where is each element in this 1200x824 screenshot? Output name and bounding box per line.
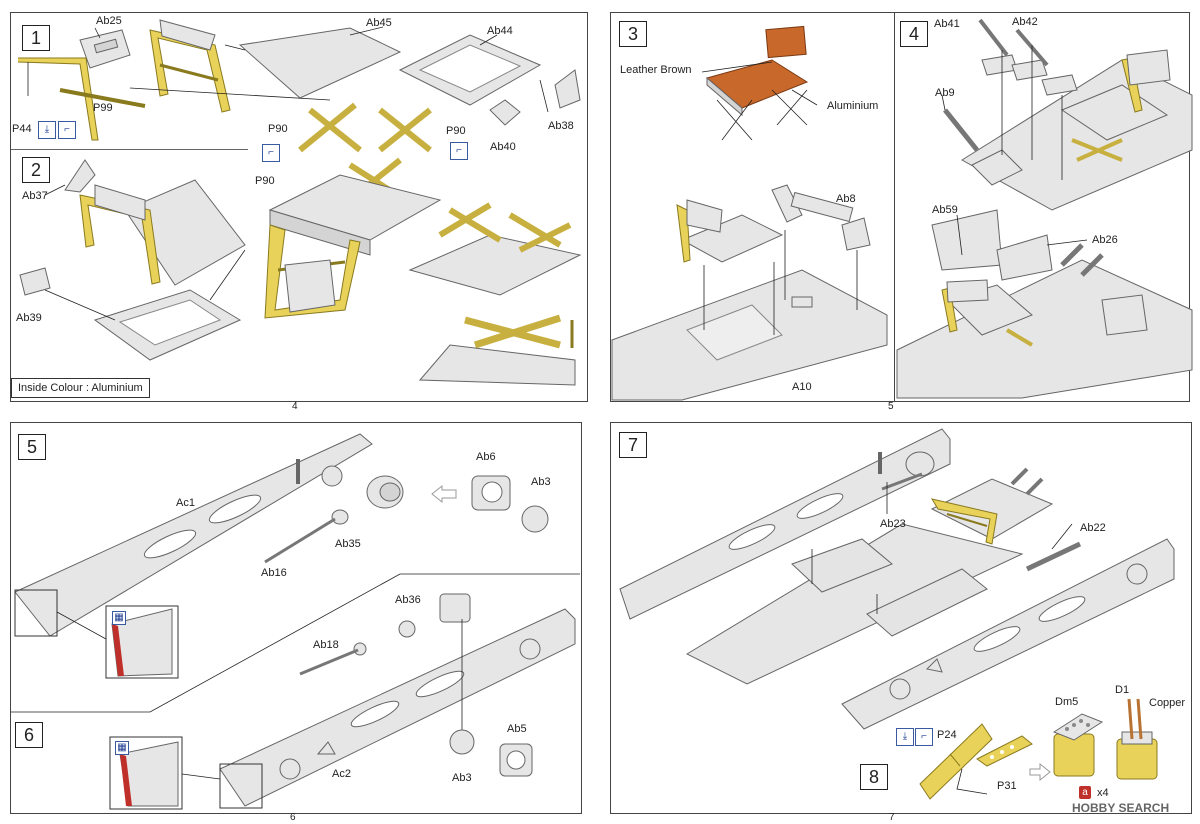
bend-icon: ⌐ bbox=[450, 142, 468, 160]
label-p90-right: P90 bbox=[446, 125, 466, 137]
label-ab39: Ab39 bbox=[16, 312, 42, 324]
label-ab35: Ab35 bbox=[335, 538, 361, 550]
label-a10: A10 bbox=[792, 381, 812, 393]
step-number-6: 6 bbox=[15, 722, 43, 748]
label-aluminium: Aluminium bbox=[827, 100, 879, 112]
label-d1: D1 bbox=[1115, 684, 1130, 696]
label-ab9: Ab9 bbox=[935, 87, 955, 99]
label-ab25: Ab25 bbox=[96, 15, 122, 27]
label-p90-lower: P90 bbox=[255, 175, 275, 187]
page-4: 1 2 bbox=[0, 0, 598, 412]
paint-icon: ▦ bbox=[112, 611, 126, 625]
step-number-3: 3 bbox=[619, 21, 647, 47]
label-ab37: Ab37 bbox=[22, 190, 48, 202]
page-5: 3 4 bbox=[602, 0, 1200, 412]
step-number-5: 5 bbox=[18, 434, 46, 460]
step-5-6-illustration bbox=[11, 433, 580, 810]
step-divider bbox=[11, 149, 248, 150]
step-number-2: 2 bbox=[22, 157, 50, 183]
label-ab6: Ab6 bbox=[476, 451, 496, 463]
label-ab18: Ab18 bbox=[313, 639, 339, 651]
label-x4: x4 bbox=[1097, 787, 1109, 799]
part-a-badge: a bbox=[1079, 786, 1091, 799]
step-7-8-illustration bbox=[619, 428, 1175, 800]
label-p99: P99 bbox=[93, 102, 113, 114]
page-number-6: 6 bbox=[290, 812, 296, 823]
page-number-7: 7 bbox=[889, 812, 895, 823]
step-number-4: 4 bbox=[900, 21, 928, 47]
label-ac1: Ac1 bbox=[176, 497, 195, 509]
label-ab40: Ab40 bbox=[490, 141, 516, 153]
label-ab42: Ab42 bbox=[1012, 16, 1038, 28]
inside-colour-note: Inside Colour : Aluminium bbox=[11, 378, 150, 398]
bend-icon: ⌐ bbox=[262, 144, 280, 162]
label-ab23: Ab23 bbox=[880, 518, 906, 530]
label-ac2: Ac2 bbox=[332, 768, 351, 780]
label-p31: P31 bbox=[997, 780, 1017, 792]
step-number-1: 1 bbox=[22, 25, 50, 51]
label-ab45: Ab45 bbox=[366, 17, 392, 29]
label-ab8: Ab8 bbox=[836, 193, 856, 205]
label-ab59: Ab59 bbox=[932, 204, 958, 216]
paint-icon: ▦ bbox=[115, 741, 129, 755]
label-ab41: Ab41 bbox=[934, 18, 960, 30]
label-ab22: Ab22 bbox=[1080, 522, 1106, 534]
bend-icon: ⌐ bbox=[915, 728, 933, 746]
fold-down-icon: ⤓ bbox=[896, 728, 914, 746]
label-leather-brown: Leather Brown bbox=[620, 64, 692, 76]
label-p90-left: P90 bbox=[268, 123, 288, 135]
label-ab3-top: Ab3 bbox=[531, 476, 551, 488]
label-ab44: Ab44 bbox=[487, 25, 513, 37]
page-number-4: 4 bbox=[292, 401, 298, 412]
label-ab38: Ab38 bbox=[548, 120, 574, 132]
label-ab36: Ab36 bbox=[395, 594, 421, 606]
watermark: HOBBY SEARCH bbox=[1072, 801, 1170, 815]
label-p44: P44 bbox=[12, 123, 32, 135]
step-1-illustration bbox=[17, 19, 582, 386]
label-p24: P24 bbox=[937, 729, 957, 741]
label-ab16: Ab16 bbox=[261, 567, 287, 579]
label-ab5: Ab5 bbox=[507, 723, 527, 735]
step-number-7: 7 bbox=[619, 432, 647, 458]
page-7: 7 8 bbox=[602, 414, 1200, 824]
label-dm5: Dm5 bbox=[1055, 696, 1079, 708]
page-number-5: 5 bbox=[888, 401, 894, 412]
label-copper: Copper bbox=[1149, 697, 1186, 709]
label-ab3-bottom: Ab3 bbox=[452, 772, 472, 784]
bend-icon: ⌐ bbox=[58, 121, 76, 139]
page-6: 5 6 bbox=[0, 414, 598, 824]
step-number-8: 8 bbox=[860, 764, 888, 790]
step-3-4-illustration bbox=[611, 18, 1193, 401]
label-ab26: Ab26 bbox=[1092, 234, 1118, 246]
fold-down-icon: ⤓ bbox=[38, 121, 56, 139]
